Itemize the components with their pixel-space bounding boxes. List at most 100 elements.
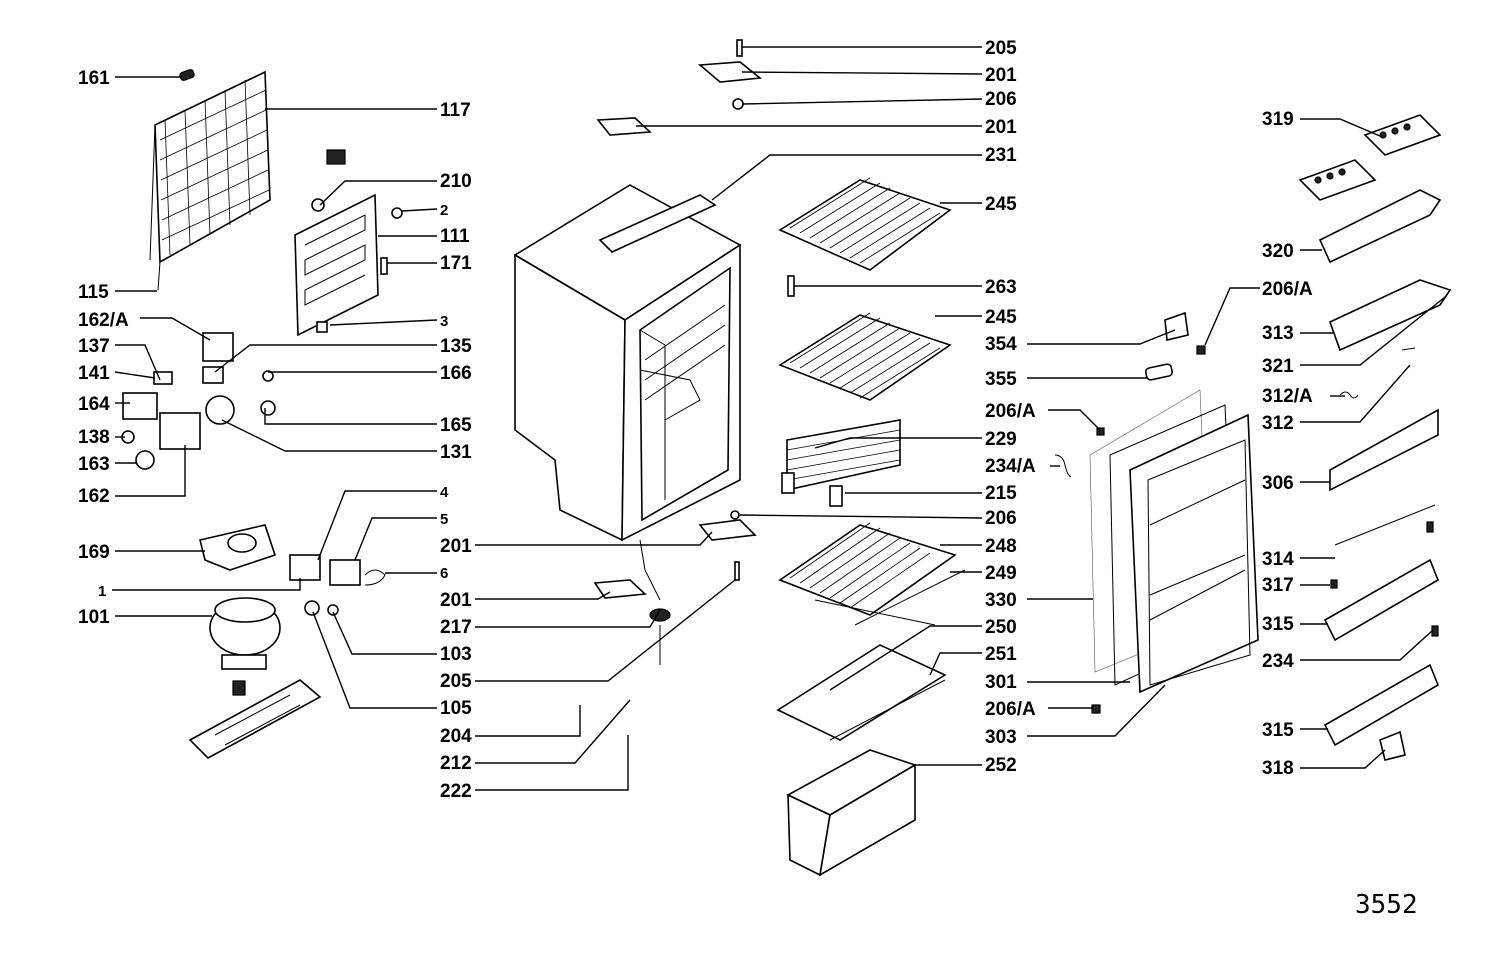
part-number-label: 245 (985, 307, 1017, 328)
leader-line (1204, 287, 1260, 346)
callout-320: 320 (1262, 241, 1322, 262)
callout-319: 319 (1262, 109, 1381, 137)
part-number-label: 131 (440, 442, 472, 463)
part-number-label: 2 (440, 202, 448, 219)
part-number-label: 3 (440, 313, 448, 330)
callout-215: 215 (845, 483, 1017, 504)
part-number-label: 222 (440, 781, 472, 802)
leader-line (319, 180, 437, 206)
callout-201: 201 (440, 531, 713, 557)
leader-line (742, 98, 983, 105)
part-number-label: 315 (1262, 720, 1294, 741)
part-number-label: 318 (1262, 758, 1294, 779)
callout-317: 317 (1262, 575, 1330, 596)
part-number-label: 250 (985, 617, 1017, 638)
callout-1: 1 (98, 578, 301, 600)
callout-229: 229 (814, 429, 1017, 450)
callout-314: 314 (1262, 549, 1335, 570)
part-number-label: 251 (985, 644, 1017, 665)
leader-line (1300, 296, 1446, 366)
part-number-label: 166 (440, 363, 472, 384)
callout-171: 171 (387, 253, 472, 274)
part-number-label: 355 (985, 369, 1017, 390)
callout-161: 161 (78, 68, 182, 89)
callout-162: 162 (78, 445, 186, 507)
callout-141: 141 (78, 363, 156, 384)
callout-5: 5 (354, 511, 448, 561)
part-number-label: 234/A (985, 456, 1036, 477)
leader-line (475, 609, 661, 628)
part-number-label: 162/A (78, 310, 129, 331)
callout-212: 212 (440, 699, 631, 774)
leader-line (1027, 684, 1166, 737)
callout-135: 135 (214, 336, 472, 373)
door-bins (1298, 114, 1452, 761)
part-number-label: 204 (440, 726, 472, 747)
leader-line (115, 445, 186, 497)
part-number-label: 6 (440, 565, 448, 582)
part-number-label: 210 (440, 171, 472, 192)
callout-251: 251 (929, 644, 1017, 676)
leader-line (1048, 409, 1101, 431)
part-number-label: 201 (985, 117, 1017, 138)
part-number-label: 205 (985, 38, 1017, 59)
part-number-label: 201 (985, 65, 1017, 86)
part-number-label: 306 (1262, 473, 1294, 494)
part-number-label: 161 (78, 68, 110, 89)
part-number-label: 162 (78, 486, 110, 507)
callout-354: 354 (985, 329, 1176, 355)
leader-line (475, 735, 629, 791)
callout-206-a: 206/A (1204, 279, 1313, 346)
part-number-label: 234 (1262, 651, 1294, 672)
part-number-label: 205 (440, 671, 472, 692)
part-number-label: 5 (440, 511, 448, 528)
part-number-label: 317 (1262, 575, 1294, 596)
part-number-label: 231 (985, 145, 1017, 166)
leader-line (115, 344, 161, 381)
callout-231: 231 (711, 145, 1017, 201)
crisper-drawer (786, 749, 917, 877)
callout-315: 315 (1262, 720, 1328, 741)
leader-line (475, 591, 611, 600)
part-number-label: 163 (78, 454, 110, 475)
leader-line (1300, 364, 1411, 423)
part-number-label: 330 (985, 590, 1017, 611)
callout-250: 250 (829, 617, 1017, 691)
leader-line (739, 514, 983, 519)
callout-201: 201 (741, 65, 1017, 86)
callout-303: 303 (985, 684, 1166, 748)
callout-3: 3 (329, 313, 448, 330)
part-number-label: 321 (1262, 356, 1294, 377)
part-number-label: 111 (440, 226, 470, 247)
callout-169: 169 (78, 542, 205, 563)
part-number-label: 201 (440, 590, 472, 611)
callout-234-a: 234/A (985, 456, 1060, 477)
callout-117: 117 (265, 100, 471, 121)
part-number-label: 245 (985, 194, 1017, 215)
leader-line (929, 652, 982, 676)
leader-line (112, 578, 301, 591)
part-number-label: 135 (440, 336, 472, 357)
callout-137: 137 (78, 336, 161, 381)
callout-163: 163 (78, 454, 137, 475)
callout-355: 355 (985, 369, 1148, 390)
callout-313: 313 (1262, 323, 1333, 344)
part-number-label: 165 (440, 415, 472, 436)
part-number-label: 169 (78, 542, 110, 563)
part-number-label: 171 (440, 253, 472, 274)
part-number-label: 312 (1262, 413, 1294, 434)
part-number-label: 206/A (985, 699, 1036, 720)
callout-2: 2 (401, 202, 448, 219)
part-number-label: 315 (1262, 614, 1294, 635)
callout-201: 201 (636, 117, 1017, 138)
callout-164: 164 (78, 394, 130, 415)
drawing-code: 3552 (1355, 890, 1418, 920)
callout-248: 248 (940, 536, 1017, 557)
leader-line (329, 319, 438, 326)
leader-line (114, 371, 156, 379)
part-number-label: 263 (985, 277, 1017, 298)
callout-315: 315 (1262, 614, 1328, 635)
callout-217: 217 (440, 609, 661, 638)
callout-234: 234 (1262, 629, 1434, 672)
